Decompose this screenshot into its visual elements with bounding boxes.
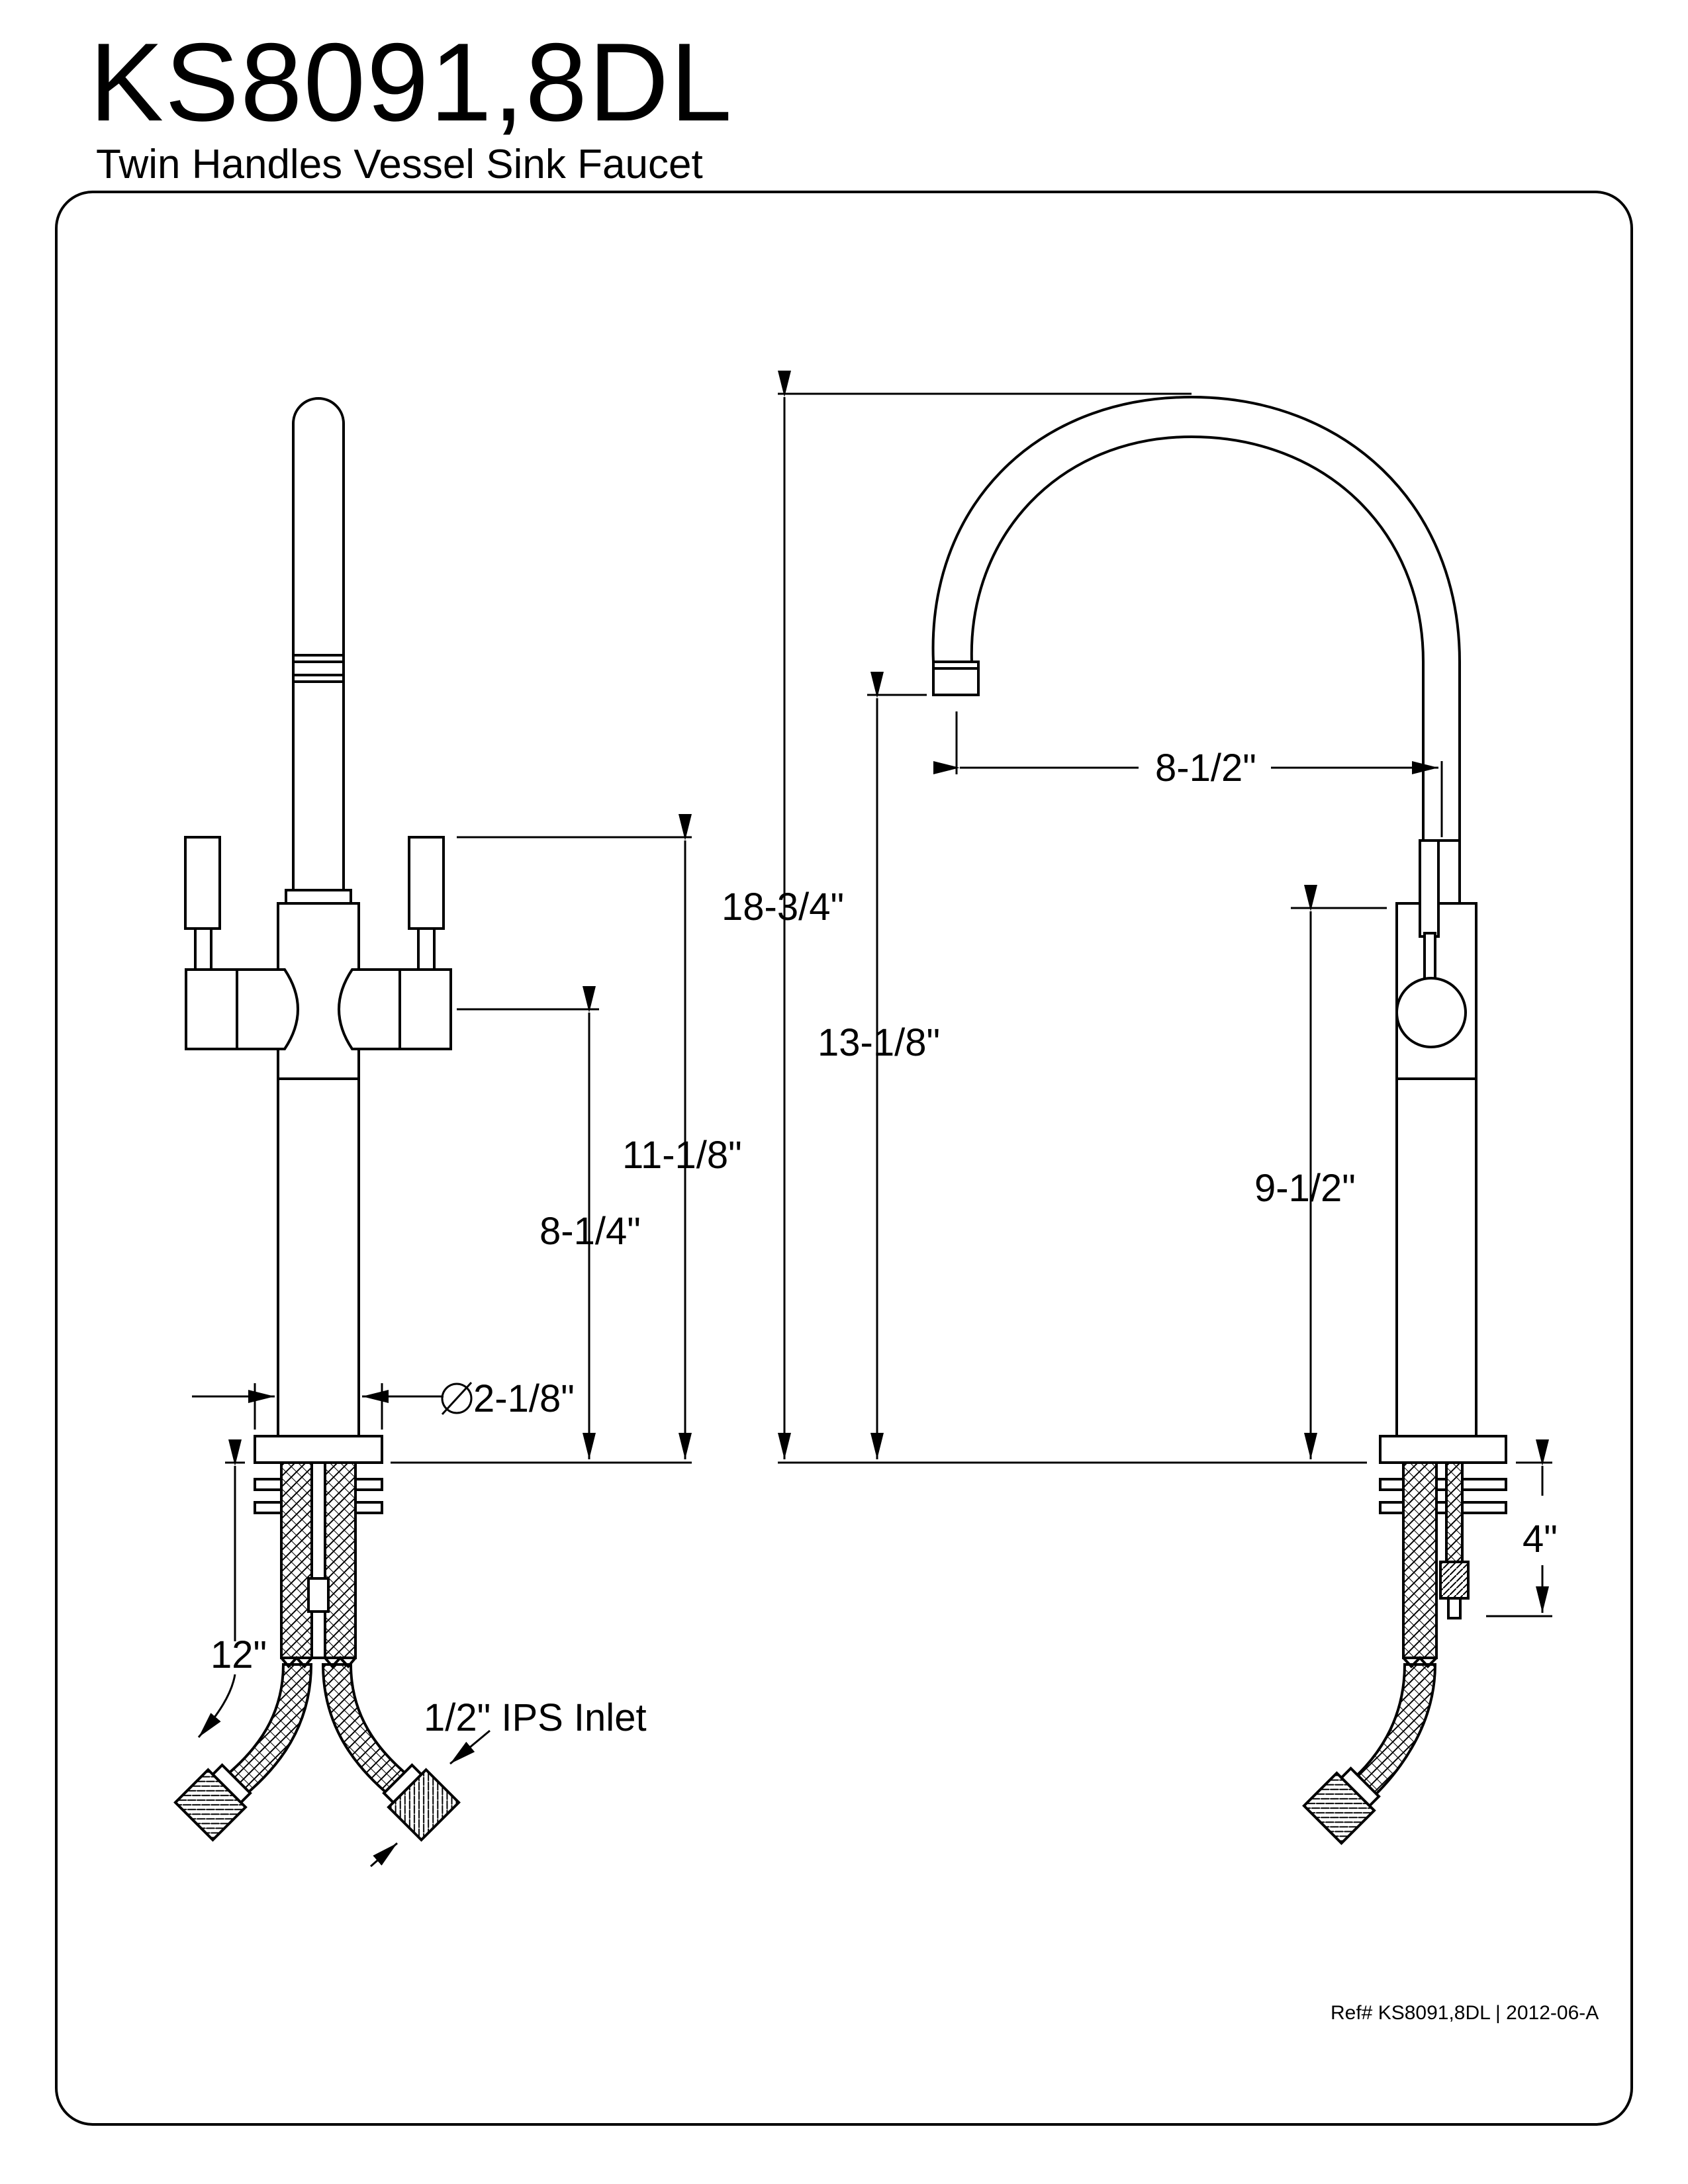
label-hose-length: 12" (211, 1633, 267, 1676)
label-base-diameter: 2-1/8" (473, 1377, 575, 1420)
label-13-1-8: 13-1/8" (818, 1021, 940, 1064)
side-view (931, 395, 1507, 1845)
product-subtitle: Twin Handles Vessel Sink Faucet (96, 142, 703, 187)
model-number: KS8091,8DL (89, 20, 733, 144)
label-9-1-2: 9-1/2" (1254, 1167, 1356, 1210)
drawing-frame (55, 191, 1633, 2126)
label-8-1-4: 8-1/4" (539, 1210, 641, 1253)
label-11-1-8: 11-1/8" (622, 1134, 742, 1177)
diameter-icon (441, 1381, 473, 1416)
label-8-1-2: 8-1/2" (1155, 747, 1256, 790)
label-inlet: 1/2" IPS Inlet (424, 1696, 647, 1739)
front-view (173, 397, 461, 1842)
front-view-dimensions (192, 814, 692, 1868)
label-4: 4" (1523, 1518, 1558, 1561)
reference-number: Ref# KS8091,8DL | 2012-06-A (1331, 2002, 1599, 2024)
label-18-3-4: 18-3/4" (722, 886, 844, 929)
side-view-dimensions (778, 371, 1552, 1617)
